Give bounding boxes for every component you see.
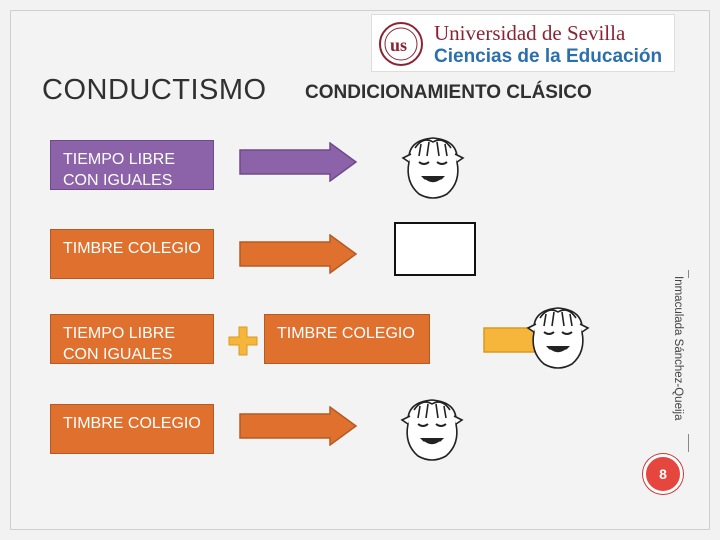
empty-response-box	[394, 222, 476, 276]
stimulus-label: TIMBRE COLEGIO	[63, 415, 201, 432]
arrow-icon	[239, 142, 358, 182]
smiling-face-icon	[401, 137, 465, 199]
seal-letters: us	[390, 35, 407, 55]
side-divider	[688, 434, 689, 452]
stimulus-label: TIMBRE COLEGIO	[63, 240, 201, 257]
smiling-face-icon	[400, 399, 464, 461]
logo-faculty-name: Ciencias de la Educación	[434, 46, 663, 67]
arrow-icon	[239, 406, 358, 446]
stimulus-box-free-time: TIEMPO LIBRE CON IGUALES	[50, 140, 214, 190]
author-name: Inmaculada Sánchez-Queija	[672, 276, 684, 421]
smiling-face-icon	[526, 307, 590, 369]
stimulus-label: TIEMPO LIBRE CON IGUALES	[63, 151, 176, 189]
author-vertical-label: Inmaculada Sánchez-Queija	[664, 276, 684, 431]
university-seal-icon: us	[379, 22, 423, 66]
stimulus-label: TIMBRE COLEGIO	[277, 325, 415, 342]
side-divider	[688, 270, 689, 278]
plus-icon	[228, 326, 258, 356]
stimulus-box-free-time-pairing: TIEMPO LIBRE CON IGUALES	[50, 314, 214, 364]
slide-title: CONDUCTISMO	[42, 74, 267, 106]
university-logo: us Universidad de Sevilla Ciencias de la…	[371, 14, 675, 72]
page-number: 8	[643, 454, 683, 494]
arrow-icon	[239, 234, 358, 274]
stimulus-box-school-bell: TIMBRE COLEGIO	[50, 229, 214, 279]
stimulus-label: TIEMPO LIBRE CON IGUALES	[63, 325, 176, 363]
stimulus-box-school-bell-conditioned: TIMBRE COLEGIO	[50, 404, 214, 454]
slide-subtitle: CONDICIONAMIENTO CLÁSICO	[305, 82, 592, 103]
logo-university-name: Universidad de Sevilla	[434, 21, 626, 45]
stimulus-box-bell-pairing: TIMBRE COLEGIO	[264, 314, 430, 364]
